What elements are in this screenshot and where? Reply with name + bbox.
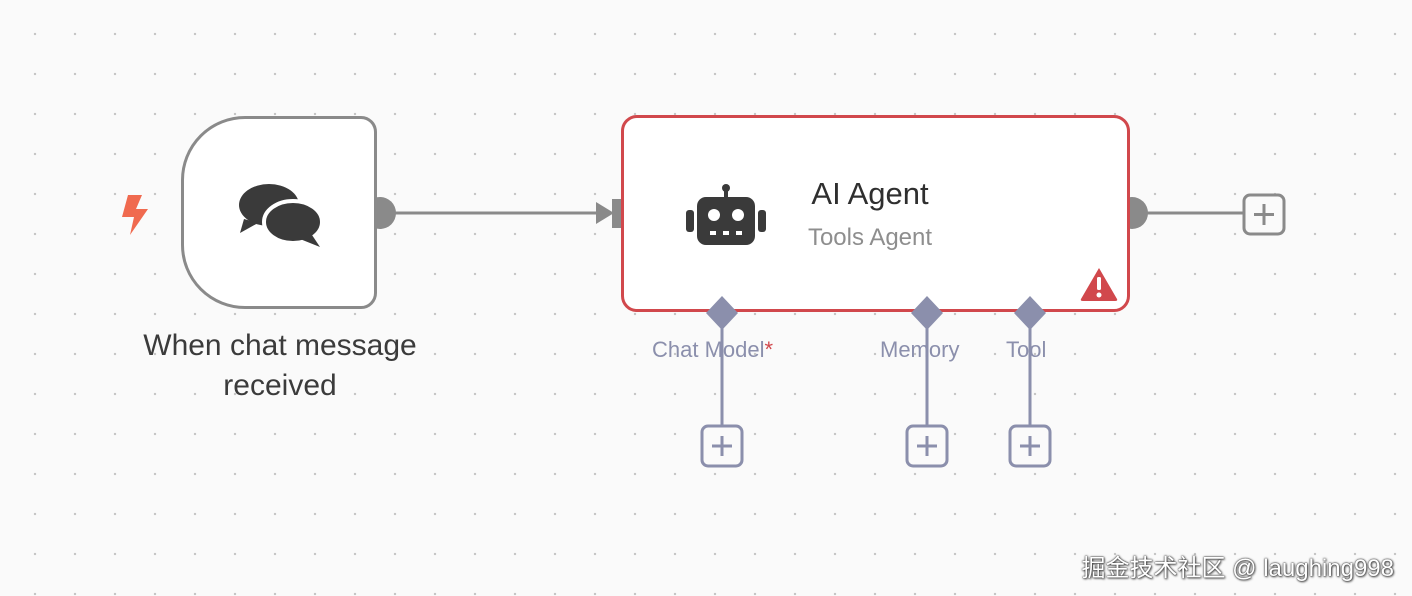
lightning-bolt-icon: [122, 195, 148, 235]
robot-icon: [686, 184, 766, 245]
add-next-node-button[interactable]: [1242, 193, 1286, 236]
chat-model-label: Chat Model*: [652, 337, 774, 362]
add-tool-button[interactable]: [1008, 424, 1052, 468]
add-memory-button[interactable]: [905, 424, 949, 468]
memory-label: Memory: [880, 337, 960, 362]
required-marker: *: [764, 337, 774, 362]
ai-agent-node[interactable]: [621, 115, 1130, 312]
watermark: 掘金技术社区 @ laughing998: [1081, 555, 1395, 582]
warning-icon[interactable]: [1079, 266, 1119, 302]
trigger-node-chat-message[interactable]: [181, 116, 377, 309]
chat-bubbles-icon: [239, 184, 324, 247]
tool-label: Tool: [1006, 337, 1047, 362]
agent-title: AI Agent: [811, 176, 929, 211]
connection-arrow: [596, 202, 614, 224]
trigger-node-label: When chat message received: [143, 329, 417, 402]
add-chat-model-button[interactable]: [700, 424, 744, 468]
agent-subtitle: Tools Agent: [807, 224, 933, 251]
